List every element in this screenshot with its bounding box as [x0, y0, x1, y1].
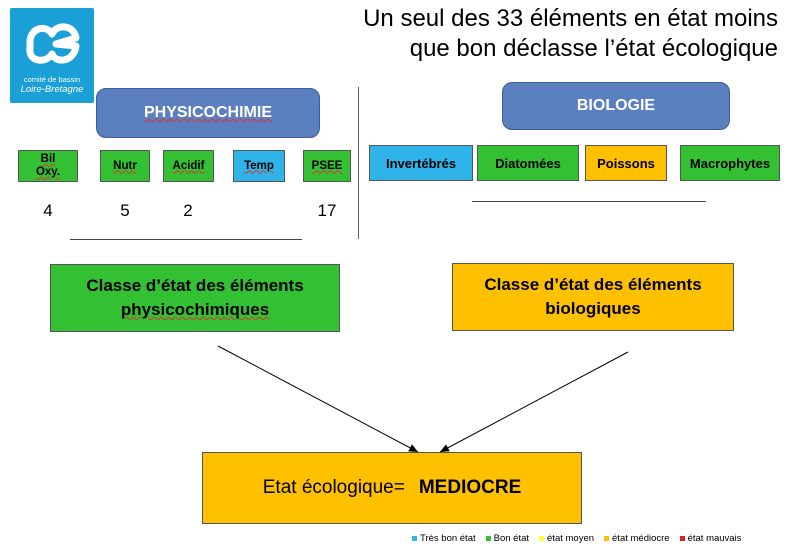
element-macrophytes-label: Macrophytes — [689, 155, 771, 171]
biologie-class-line2: biologiques — [545, 299, 641, 318]
legend-swatch-icon — [604, 536, 610, 541]
legend-label: Bon état — [493, 533, 530, 544]
title-line2: que bon déclasse l’état écologique — [409, 35, 778, 62]
element-diatomees: Diatomées — [477, 145, 579, 181]
biologie-header: BIOLOGIE — [502, 82, 730, 130]
page-title: Un seul des 33 éléments en état moins qu… — [178, 4, 778, 64]
legend-swatch-icon — [412, 536, 417, 541]
element-diatomees-label: Diatomées — [495, 155, 561, 171]
element-invertebres-label: Invertébrés — [385, 155, 457, 171]
physicochimie-underline — [70, 239, 302, 240]
physicochimie-class-line1: Classe d’état des éléments — [86, 276, 304, 295]
legend-label: état médiocre — [612, 533, 670, 544]
element-nutr-value: 5 — [120, 201, 130, 220]
legend-swatch-icon — [485, 536, 491, 541]
physicochimie-class-box: Classe d’état des éléments physicochimiq… — [50, 264, 340, 332]
element-poissons: Poissons — [585, 145, 667, 181]
logo-line1: comité de bassin — [23, 75, 81, 84]
element-nutr: Nutr — [100, 150, 150, 182]
legend: Très bon état Bon état état moyen état m… — [412, 533, 784, 544]
element-poissons-label: Poissons — [597, 155, 655, 171]
element-acidif-value: 2 — [183, 201, 193, 220]
legend-item-tres-bon: Très bon état — [412, 533, 476, 544]
legend-label: Très bon état — [420, 533, 476, 544]
logo-line2: Loire-Bretagne — [20, 84, 84, 95]
logo-comite-de-bassin: comité de bassin Loire-Bretagne — [10, 8, 94, 103]
element-temp-label: Temp — [244, 159, 274, 172]
biologie-class-box: Classe d’état des éléments biologiques — [452, 263, 734, 331]
element-bil-oxy: Bil Oxy. — [18, 150, 78, 182]
final-state-label: Etat écologique= — [262, 477, 405, 498]
legend-item-mauvais: état mauvais — [679, 533, 742, 544]
logo-ae-mark-icon — [26, 23, 80, 64]
final-state-value: MEDIOCRE — [418, 477, 522, 498]
legend-label: état moyen — [547, 533, 595, 544]
section-divider — [358, 87, 359, 239]
biologie-header-label: BIOLOGIE — [576, 97, 656, 114]
element-psee-value: 17 — [317, 201, 337, 220]
legend-swatch-icon — [679, 536, 685, 541]
legend-item-moyen: état moyen — [539, 533, 594, 544]
physicochimie-class-line2: physicochimiques — [120, 300, 270, 319]
legend-label: état mauvais — [687, 533, 742, 544]
legend-item-bon: Bon état — [485, 533, 530, 544]
legend-swatch-icon — [539, 536, 545, 541]
arrow-physico-to-final — [217, 345, 419, 453]
final-state-box: Etat écologique= MEDIOCRE — [202, 452, 582, 524]
element-acidif-label: Acidif — [172, 159, 205, 172]
title-line1: Un seul des 33 éléments en état moins — [363, 5, 778, 32]
biologie-underline — [472, 201, 706, 202]
element-macrophytes: Macrophytes — [680, 145, 780, 181]
arrow-bio-to-final — [439, 351, 629, 453]
element-temp: Temp — [233, 150, 285, 182]
legend-item-mediocre: état médiocre — [604, 533, 670, 544]
element-acidif: Acidif — [163, 150, 214, 182]
physicochimie-header-label: PHYSICOCHIMIE — [143, 104, 272, 121]
element-psee: PSEE — [303, 150, 351, 182]
element-nutr-label: Nutr — [113, 159, 137, 172]
element-psee-label: PSEE — [311, 159, 343, 172]
biologie-class-line1: Classe d’état des éléments — [484, 275, 702, 294]
element-bil-oxy-label: Bil Oxy. — [35, 153, 61, 178]
element-bil-oxy-value: 4 — [43, 201, 53, 220]
physicochimie-header: PHYSICOCHIMIE — [96, 88, 320, 138]
element-invertebres: Invertébrés — [369, 145, 473, 181]
